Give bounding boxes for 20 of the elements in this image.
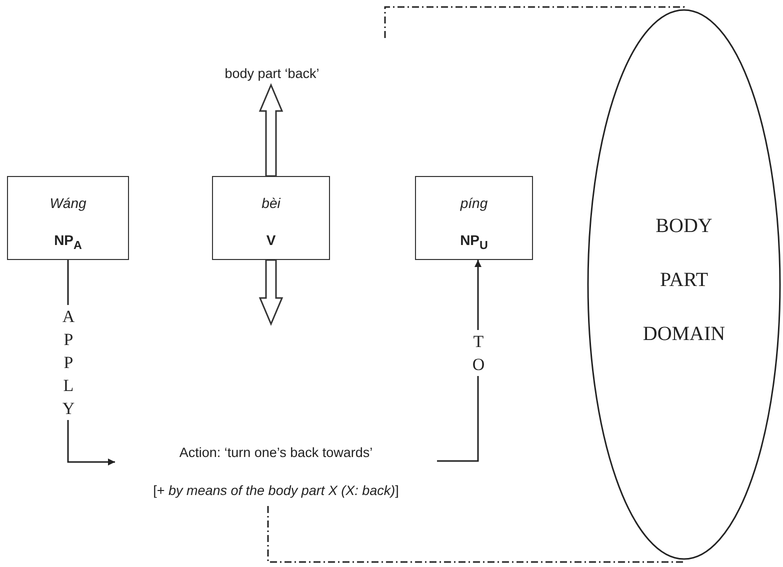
dash-dot-line xyxy=(384,6,685,38)
category-label: V xyxy=(266,232,276,248)
process-box xyxy=(415,176,533,260)
annotation-text: body part ‘back’ xyxy=(224,66,320,81)
term-text: píng xyxy=(460,195,488,211)
action-text: Action: ‘turn one’s back towards’ xyxy=(179,445,373,460)
edge-label: APPLY xyxy=(60,305,77,420)
process-box xyxy=(7,176,129,260)
process-box xyxy=(212,176,330,260)
domain-label: BODY PART DOMAIN xyxy=(642,214,726,347)
dash-dot-line xyxy=(267,506,685,563)
term-text: bèi xyxy=(262,195,280,211)
hollow-arrow xyxy=(258,259,284,326)
hollow-arrow xyxy=(258,83,284,177)
term-text: Wáng xyxy=(50,195,86,211)
domain-ellipse xyxy=(587,9,781,560)
category-label: NP$_{U}$ xyxy=(460,232,488,252)
edge-label: TO xyxy=(470,330,487,376)
means-text: [+ by means of the body part X (X: back)] xyxy=(153,483,399,498)
category-label: NP$_{A}$ xyxy=(54,232,82,252)
